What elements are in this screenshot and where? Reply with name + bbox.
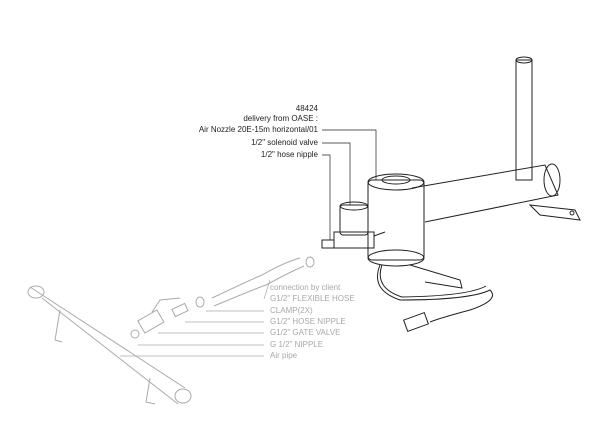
hose-nipple [171,296,205,318]
label-solenoid-valve: 1/2" solenoid valve [251,138,318,147]
leader-lines-client [120,279,271,357]
air-nozzle [367,56,581,289]
gate-valve [130,297,181,339]
client-connection-heading: connection by client [270,283,341,292]
flexible-hose [211,256,315,307]
label-clamp: CLAMP(2X) [270,306,313,315]
solenoid-valve [321,201,386,249]
air-pipe [27,285,192,405]
label-air-nozzle: Air Nozzle 20E-15m horizontal/01 [198,125,318,134]
label-gate-valve: G1/2" GATE VALVE [270,328,341,337]
leader-lines-oase [322,129,377,240]
label-flexible-hose: G1/2" FLEXIBLE HOSE [270,294,355,303]
label-nipple: G 1/2" NIPPLE [270,340,324,349]
label-hose-nipple: 1/2" hose nipple [260,150,318,159]
article-number: 48424 [295,104,318,113]
power-cable [377,264,493,333]
label-client-hose-nipple: G1/2" HOSE NIPPLE [270,317,346,326]
oase-delivery-heading: delivery from OASE : [243,114,318,123]
label-air-pipe: Air pipe [270,351,298,360]
